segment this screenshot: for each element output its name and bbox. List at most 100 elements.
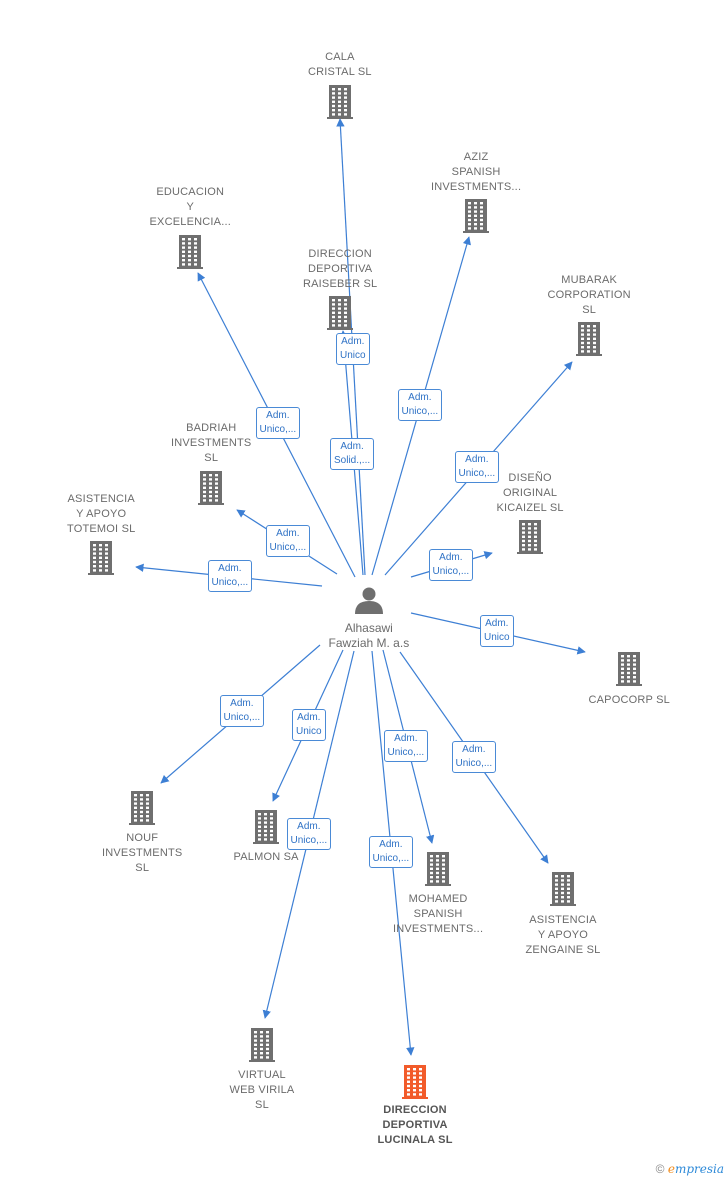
building-icon [129, 791, 155, 825]
company-label-line: Y [186, 201, 194, 213]
edge-label-capocorp[interactable]: Adm.Unico [480, 615, 514, 647]
building-window [140, 810, 143, 814]
building-window [270, 838, 273, 841]
building-window [344, 303, 347, 306]
building-window [621, 655, 624, 658]
building-base [616, 684, 642, 686]
edge-label-line: Adm. [465, 454, 489, 465]
edge-label-asistencia-zengaine[interactable]: Adm.Unico,... [451, 741, 497, 773]
building-window [633, 671, 636, 675]
building-window [134, 815, 137, 818]
company-label-line: WEB VIRILA [229, 1084, 295, 1096]
building-base [550, 904, 576, 906]
building-window [534, 548, 537, 551]
building-window [264, 813, 267, 816]
building-window [442, 863, 445, 866]
building-window [332, 113, 335, 116]
building-window [194, 246, 197, 249]
edge-label-line: Unico [296, 726, 322, 737]
company-node-palmon[interactable]: PALMON SA [234, 850, 299, 865]
company-label-line: Y APOYO [76, 508, 127, 520]
building-window [627, 676, 630, 679]
building-window [105, 552, 108, 555]
building-window [264, 829, 267, 833]
edge-label-direccion-raiseber[interactable]: Adm.Solid.,... [330, 438, 375, 470]
building-window [561, 879, 564, 882]
building-window [528, 523, 531, 526]
building-window [188, 246, 191, 249]
building-window [468, 206, 471, 209]
building-window [534, 523, 537, 526]
edge-label-palmon[interactable]: Adm. Unico [292, 709, 326, 741]
edge-label-diseno[interactable]: Adm.Unico,... [428, 549, 474, 581]
building-window [581, 337, 584, 340]
building-window [203, 490, 206, 494]
building-window [344, 109, 347, 112]
building-window [344, 315, 347, 319]
building-window [260, 1056, 263, 1059]
edge-label-line: Adm. [408, 392, 432, 403]
building-window [209, 490, 212, 494]
edge-label-mohamed-spanish[interactable]: Adm.Unico,... [383, 730, 429, 762]
edge-label-badriah[interactable]: Adm.Unico,... [265, 525, 311, 557]
edge-label-virtual-web[interactable]: Adm.Unico,... [286, 818, 332, 850]
edge-label-aziz-spanish[interactable]: Adm.Unico,... [397, 389, 443, 421]
building-window [633, 659, 636, 662]
building-window [258, 825, 261, 828]
edge-label-mubarak[interactable]: Adm.Unico,... [454, 451, 500, 483]
building-window [344, 324, 347, 327]
edge-label-asistencia-totemoi[interactable]: Adm.Unico,... [207, 560, 253, 592]
edge-label-line: Adm. [218, 563, 242, 574]
building-window [99, 560, 102, 564]
building-window [407, 1072, 410, 1075]
building-window [627, 655, 630, 658]
edge-label-educacion[interactable]: Adm.Unico,... [255, 407, 301, 439]
building-window [332, 307, 335, 310]
company-label-line: PALMON SA [233, 851, 299, 863]
person-head [362, 587, 376, 601]
edge-label-line: Adm. [297, 712, 321, 723]
building-window [215, 482, 218, 485]
building-window [419, 1093, 422, 1096]
company-label-line: SL [135, 862, 150, 874]
edge-label-direccion-lucinala[interactable]: Adm.Unico,... [368, 836, 414, 868]
building-base [327, 328, 353, 330]
building-window [528, 544, 531, 547]
building-window [338, 92, 341, 95]
building-window [555, 900, 558, 903]
building-window [567, 883, 570, 886]
edge-label-cala-cristal[interactable]: Adm.Unico [336, 333, 370, 365]
building-window [194, 263, 197, 266]
building-window [419, 1084, 422, 1088]
building-window [99, 544, 102, 547]
edge-label-nouf[interactable]: Adm.Unico,... [219, 695, 265, 727]
building-window [258, 838, 261, 841]
company-label-line: NOUF [126, 832, 159, 844]
edge-label-line: Adm. [439, 552, 463, 563]
building-base [327, 117, 353, 119]
building-icon [616, 652, 642, 686]
company-node-capocorp[interactable]: CAPOCORP SL [589, 693, 670, 708]
building-window [93, 565, 96, 568]
building-window [338, 100, 341, 103]
building-window [99, 569, 102, 572]
building-base [253, 842, 279, 844]
building-window [522, 531, 525, 534]
